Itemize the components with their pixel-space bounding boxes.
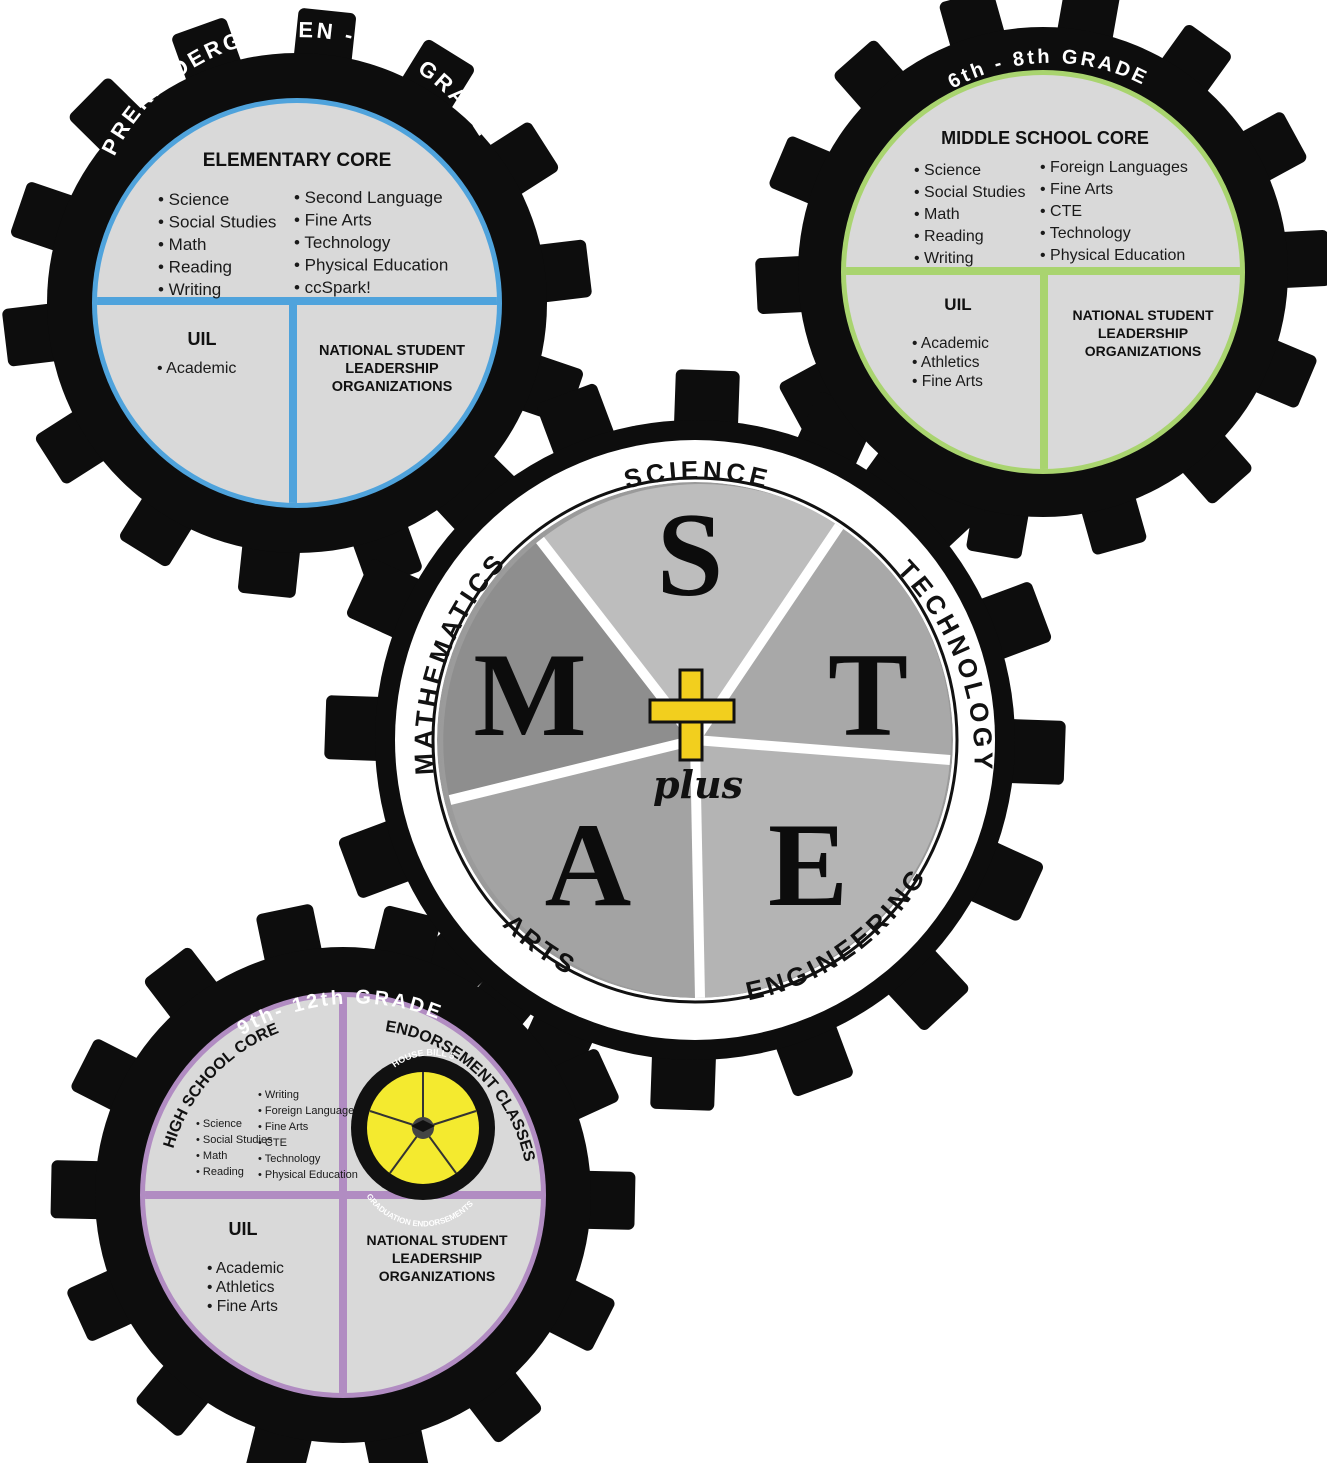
list-item: • Science	[196, 1118, 242, 1130]
high-uil-list: • Academic • Athletics • Fine Arts	[207, 1260, 284, 1315]
gear-tooth	[1005, 719, 1066, 785]
nslo-line: NATIONAL STUDENT	[1072, 307, 1213, 323]
list-item: • Reading	[158, 258, 232, 277]
list-item: • Athletics	[912, 354, 980, 371]
list-item: • Science	[914, 162, 981, 179]
list-item: • Foreign Languages	[258, 1105, 360, 1117]
elementary-core-title: ELEMENTARY CORE	[203, 150, 392, 171]
stem-letter-a: A	[545, 798, 632, 931]
gear-tooth	[582, 1170, 636, 1230]
list-item: • Physical Education	[294, 256, 448, 275]
list-item: • CTE	[258, 1137, 287, 1149]
nslo-line: LEADERSHIP	[392, 1250, 482, 1266]
list-item: • ccSpark!	[294, 278, 371, 297]
list-item: • Social Studies	[158, 213, 276, 232]
high-core-list-2: • Writing • Foreign Languages • Fine Arts •…	[258, 1089, 360, 1181]
list-item: • Math	[196, 1150, 227, 1162]
elementary-core-list-1: • Science • Social Studies • Math • Reading…	[158, 190, 276, 299]
nslo-line: LEADERSHIP	[1098, 325, 1188, 341]
list-item: • Social Studies	[196, 1134, 273, 1146]
gear-tooth	[2, 303, 60, 367]
gear-tooth	[256, 904, 322, 965]
plus-sign-icon	[648, 668, 736, 762]
list-item: • Writing	[258, 1089, 299, 1101]
list-item: • CTE	[1040, 203, 1082, 220]
stem-letter-e: E	[768, 798, 848, 931]
middle-core-title: MIDDLE SCHOOL CORE	[941, 128, 1149, 148]
elementary-core-list-2: • Second Language • Fine Arts • Technology…	[294, 188, 448, 297]
list-item: • Fine Arts	[912, 373, 983, 390]
stem-gear: SCIENCE TECHNOLOGY ENGINEERING ARTS MATH…	[375, 420, 1015, 1060]
list-item: • Technology	[294, 233, 391, 252]
list-item: • Writing	[914, 250, 974, 267]
gear-tooth	[534, 239, 592, 303]
nslo-line: ORGANIZATIONS	[332, 379, 453, 395]
nslo-line: LEADERSHIP	[345, 361, 439, 377]
middle-core-list-2: • Foreign Languages • Fine Arts • CTE • Tec…	[1040, 159, 1188, 264]
middle-uil-title: UIL	[944, 295, 971, 314]
elementary-nslo-label: NATIONAL STUDENT LEADERSHIP ORGANIZATIONS	[319, 343, 465, 395]
list-item: • Fine Arts	[294, 211, 372, 230]
gear-tooth	[50, 1160, 104, 1220]
middle-nslo-label: NATIONAL STUDENT LEADERSHIP ORGANIZATIONS	[1072, 307, 1213, 359]
list-item: • Physical Education	[258, 1169, 358, 1181]
elementary-uil-list: • Academic	[157, 360, 236, 377]
list-item: • Reading	[196, 1166, 244, 1178]
list-item: • Academic	[912, 335, 989, 352]
elementary-uil-title: UIL	[188, 329, 217, 349]
gear-tooth	[238, 541, 300, 598]
high-uil-title: UIL	[229, 1219, 258, 1239]
gear-tooth	[294, 8, 356, 65]
nslo-line: NATIONAL STUDENT	[319, 343, 465, 359]
list-item: • Foreign Languages	[1040, 159, 1188, 176]
list-item: • Fine Arts	[207, 1298, 278, 1315]
middle-uil-list: • Academic • Athletics • Fine Arts	[912, 335, 989, 390]
middle-gear: 6th - 8th GRADE MIDDLE SCHOOL CORE • Sci…	[798, 27, 1288, 517]
nslo-line: NATIONAL STUDENT	[366, 1232, 507, 1248]
stem-letter-m: M	[473, 628, 586, 761]
gear-tooth	[364, 1425, 430, 1463]
gear-tooth	[1278, 230, 1327, 288]
list-item: • Physical Education	[1040, 247, 1185, 264]
list-item: • Social Studies	[914, 184, 1025, 201]
gear-tooth	[324, 695, 385, 761]
high-school-gear: 9th- 12th GRADE HIGH SCHOOL CORE ENDORSE…	[95, 947, 591, 1443]
list-item: • Math	[914, 206, 960, 223]
stem-plus-word: plus	[653, 762, 743, 807]
list-item: • Technology	[1040, 225, 1131, 242]
middle-core-list-1: • Science • Social Studies • Math • Reading…	[914, 162, 1025, 267]
list-item: • Academic	[157, 360, 236, 377]
stem-letter-s: S	[657, 488, 724, 621]
high-core-list-1: • Science • Social Studies • Math • Reading	[196, 1118, 273, 1178]
gear-tooth	[650, 1050, 716, 1111]
gear-tooth	[755, 256, 808, 314]
stem-letter-t: T	[828, 628, 908, 761]
list-item: • Science	[158, 190, 229, 209]
list-item: • Second Language	[294, 188, 443, 207]
hb5-badge-icon	[351, 1056, 495, 1200]
nslo-line: ORGANIZATIONS	[379, 1268, 495, 1284]
gear-tooth	[674, 369, 740, 430]
list-item: • Technology	[258, 1153, 321, 1165]
list-item: • Reading	[914, 228, 984, 245]
gear-tooth	[1057, 0, 1120, 43]
elementary-gear: PREKINDERGARTEN - 5TH GRADE ELEMENTARY C…	[47, 17, 547, 553]
list-item: • Writing	[158, 280, 221, 299]
high-nslo-label: NATIONAL STUDENT LEADERSHIP ORGANIZATIONS	[366, 1232, 507, 1284]
list-item: • Fine Arts	[258, 1121, 309, 1133]
list-item: • Athletics	[207, 1279, 275, 1296]
nslo-line: ORGANIZATIONS	[1085, 343, 1201, 359]
list-item: • Fine Arts	[1040, 181, 1113, 198]
middle-gear-teeth	[755, 0, 1327, 559]
list-item: • Math	[158, 235, 206, 254]
list-item: • Academic	[207, 1260, 284, 1277]
